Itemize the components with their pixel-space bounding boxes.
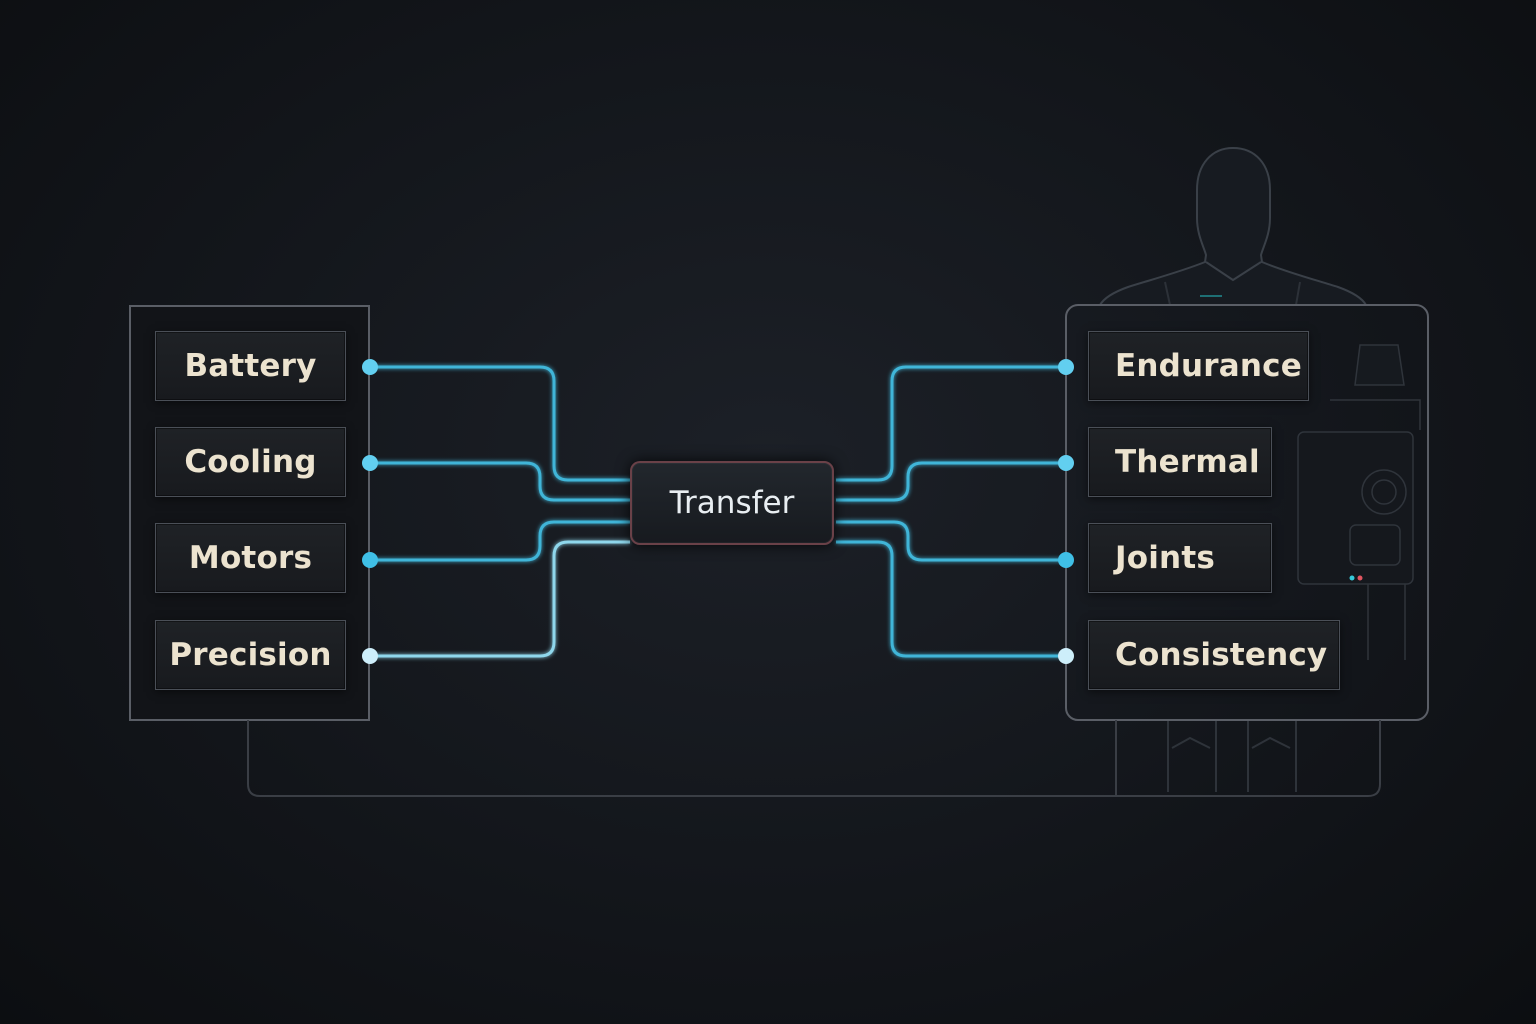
connector-joints: [836, 520, 1066, 562]
node-endurance: Endurance: [1088, 331, 1309, 401]
bottom-frame-connector: [247, 720, 1381, 797]
connector-thermal: [836, 461, 1066, 502]
dot-precision: [362, 648, 378, 664]
dot-motors: [362, 552, 378, 568]
dot-thermal: [1058, 455, 1074, 471]
connector-cooling: [370, 461, 630, 502]
node-precision: Precision: [155, 620, 346, 690]
connector-endurance: [836, 365, 1066, 482]
dot-endurance: [1058, 359, 1074, 375]
dot-consistency: [1058, 648, 1074, 664]
connector-consistency: [836, 540, 1066, 658]
connector-dots: [362, 359, 1074, 664]
robot-detail-graphic: [1297, 344, 1421, 660]
dot-joints: [1058, 552, 1074, 568]
connector-group: [370, 365, 1066, 658]
node-battery: Battery: [155, 331, 346, 401]
dot-cooling: [362, 455, 378, 471]
dot-battery: [362, 359, 378, 375]
connector-precision: [370, 540, 630, 658]
node-motors: Motors: [155, 523, 346, 593]
node-consistency: Consistency: [1088, 620, 1340, 690]
node-cooling: Cooling: [155, 427, 346, 497]
output-panel: [1065, 304, 1429, 721]
connector-battery: [370, 365, 630, 482]
node-transfer: Transfer: [630, 461, 834, 545]
node-joints: Joints: [1088, 523, 1272, 593]
node-thermal: Thermal: [1088, 427, 1272, 497]
connector-motors: [370, 520, 630, 562]
